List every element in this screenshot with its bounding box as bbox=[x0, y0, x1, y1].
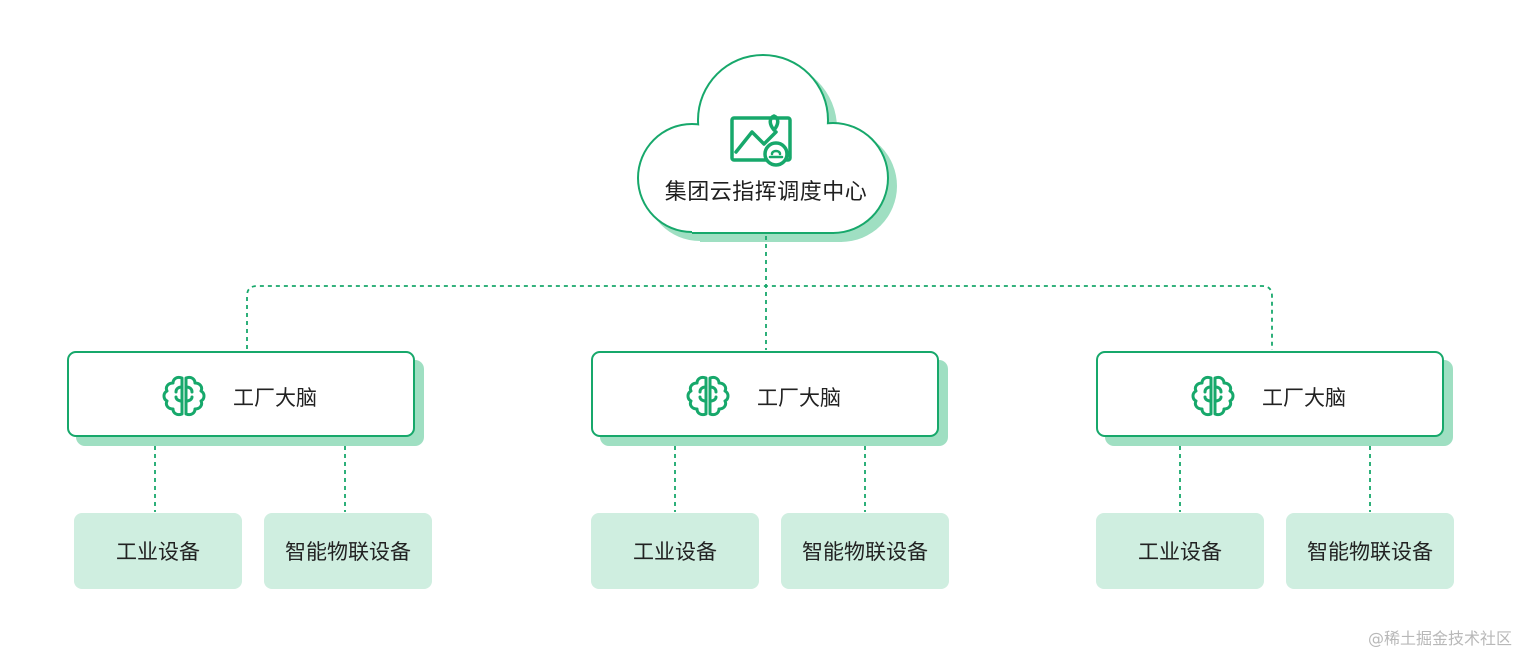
factory-brain-node-2: 工厂大脑 bbox=[591, 351, 939, 437]
factory-brain-node-1: 工厂大脑 bbox=[67, 351, 415, 437]
device-industrial-2: 工业设备 bbox=[591, 513, 759, 589]
factory-brain-label: 工厂大脑 bbox=[1262, 386, 1346, 410]
dotted-connectors bbox=[154, 236, 1371, 512]
device-iot-1: 智能物联设备 bbox=[264, 513, 432, 589]
monitor-map-icon bbox=[730, 114, 792, 167]
device-industrial-3: 工业设备 bbox=[1096, 513, 1264, 589]
cloud-fill bbox=[639, 56, 887, 232]
factory-brain-node-3: 工厂大脑 bbox=[1096, 351, 1444, 437]
brain-icon bbox=[686, 375, 730, 417]
device-iot-2: 智能物联设备 bbox=[781, 513, 949, 589]
brain-icon bbox=[162, 375, 206, 417]
device-industrial-1: 工业设备 bbox=[74, 513, 242, 589]
factory-brain-label: 工厂大脑 bbox=[757, 386, 841, 410]
watermark: @稀土掘金技术社区 bbox=[1367, 629, 1512, 648]
factory-brain-label: 工厂大脑 bbox=[233, 386, 317, 410]
brain-icon bbox=[1191, 375, 1235, 417]
device-iot-3: 智能物联设备 bbox=[1286, 513, 1454, 589]
root-node-label: 集团云指挥调度中心 bbox=[664, 180, 868, 205]
